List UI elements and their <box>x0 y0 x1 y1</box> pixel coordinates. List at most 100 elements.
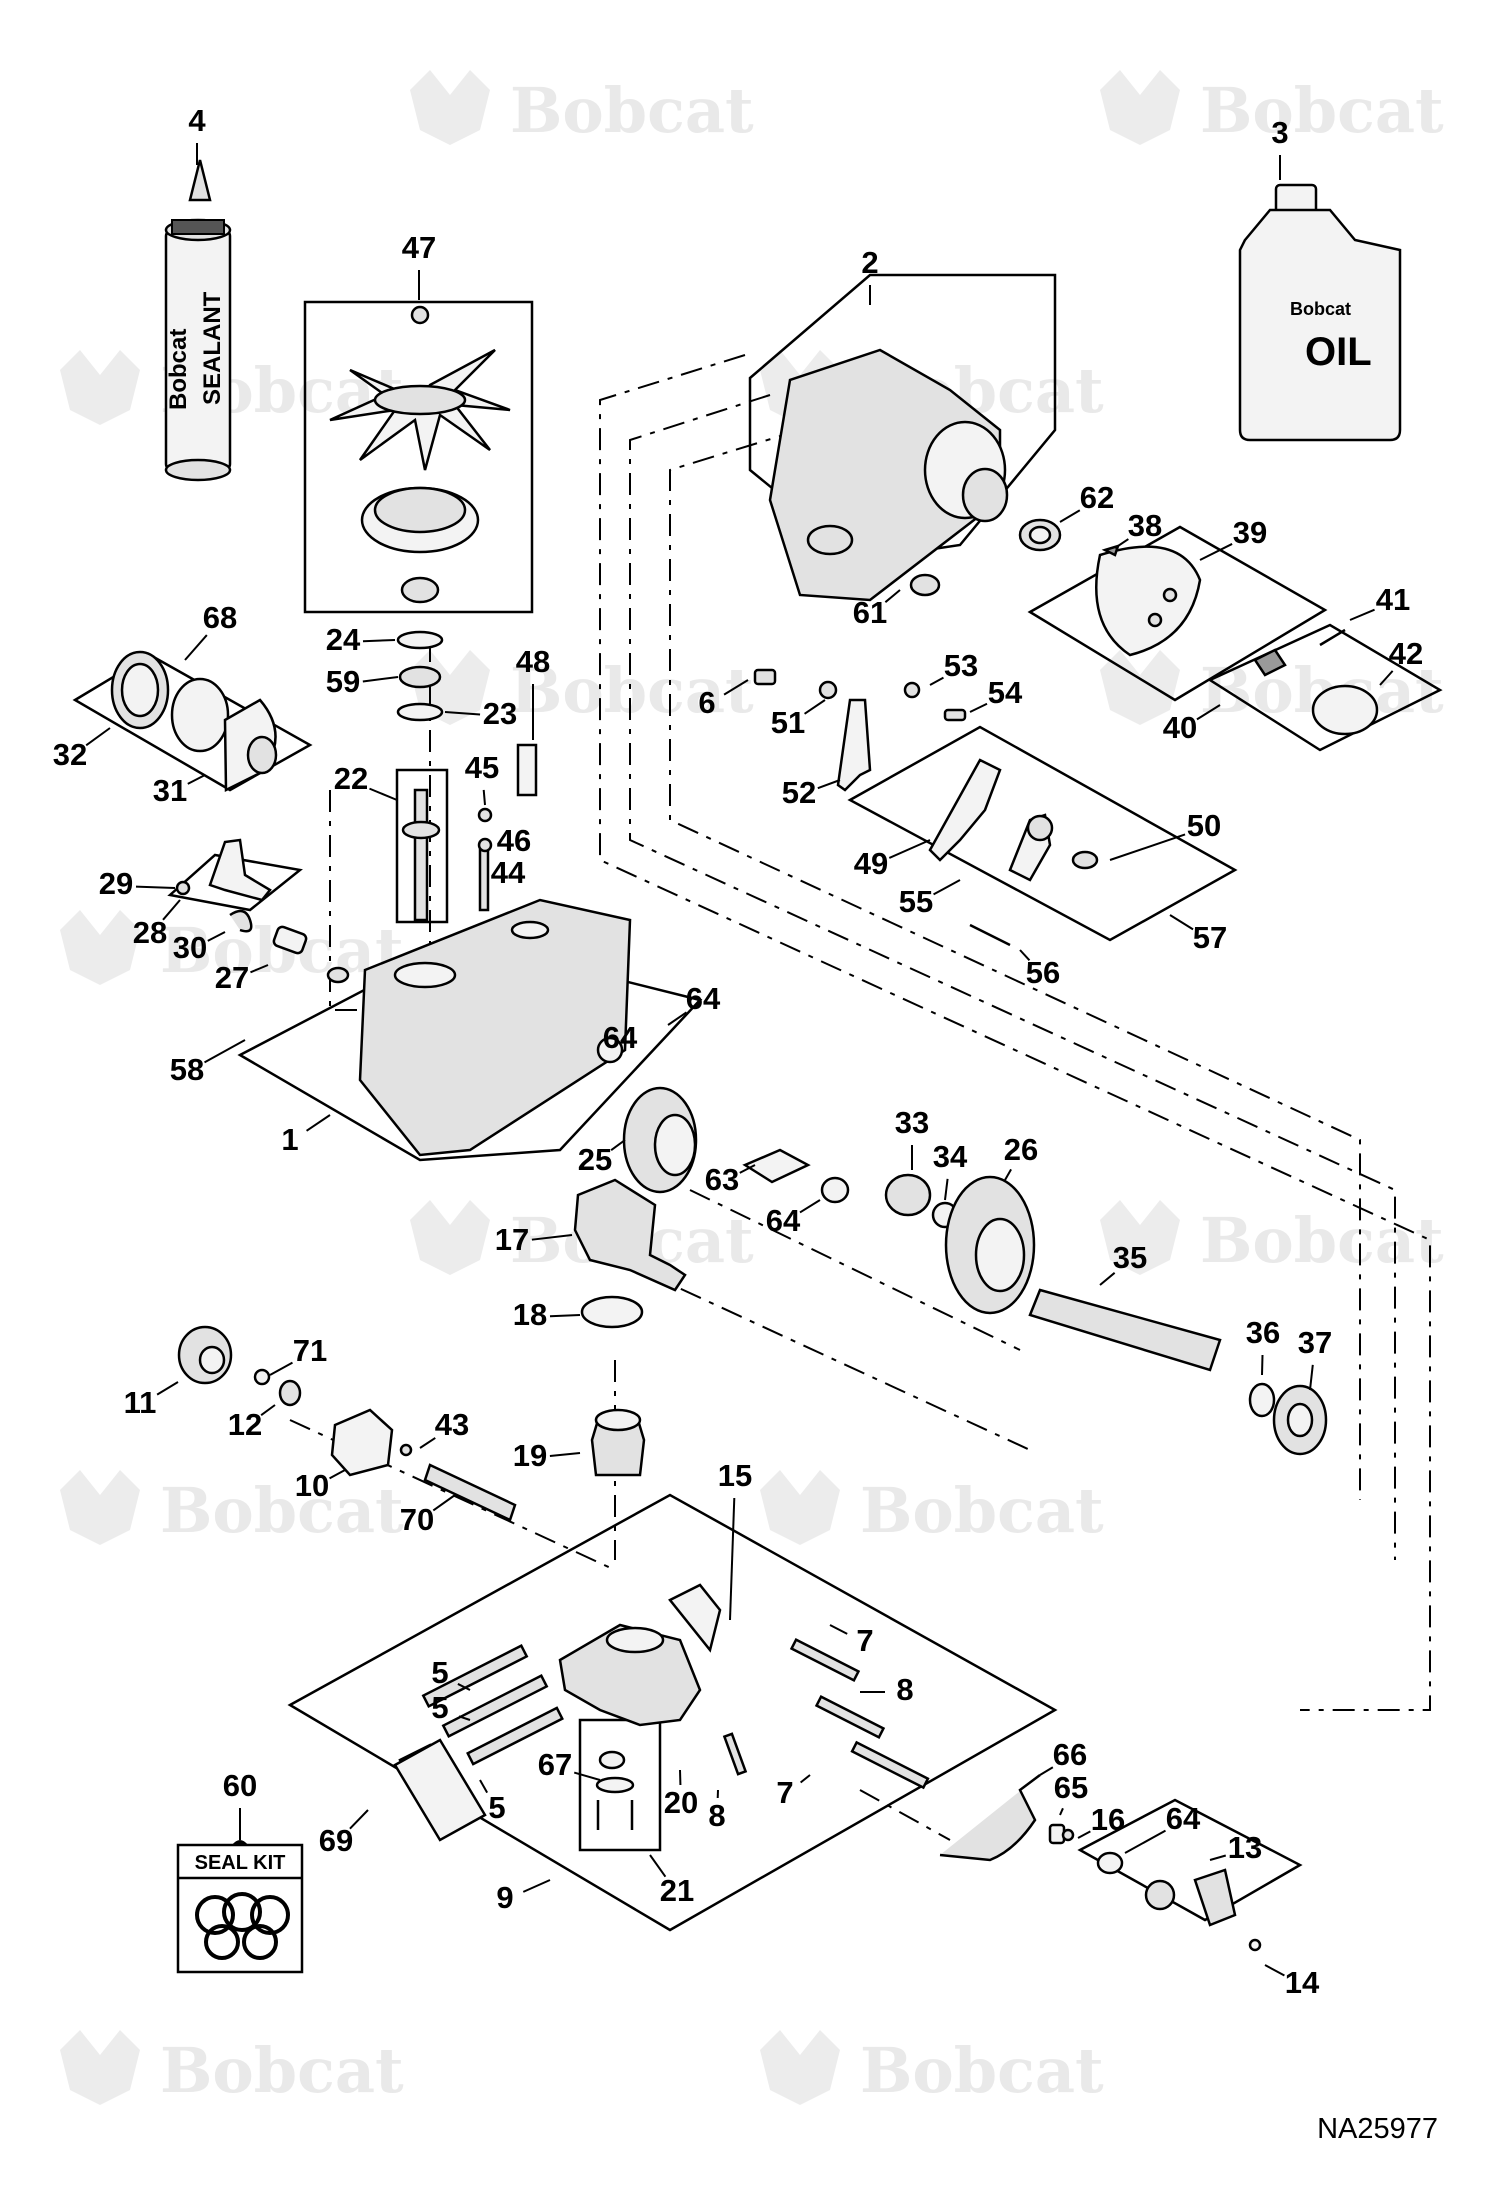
watermark-text: Bobcat <box>510 74 754 147</box>
filter-assembly-icon <box>110 650 278 793</box>
parts: Bobcat SEALANT Bobcat OIL <box>110 159 1402 1974</box>
watermark-text: Bobcat <box>860 2034 1104 2107</box>
leader-line <box>549 1452 581 1458</box>
oil-word-label: OIL <box>1305 330 1372 374</box>
center-section-frame <box>287 1493 1058 1932</box>
watermark-text: Bobcat <box>1200 74 1444 147</box>
watermark: Bobcat <box>1100 70 1444 147</box>
leader-line <box>817 779 841 790</box>
small-seals-icon <box>909 518 1062 597</box>
callout-11: 11 <box>124 1385 157 1420</box>
assembly-path <box>859 1789 951 1841</box>
leader-line <box>522 1879 551 1893</box>
callout-49: 49 <box>854 846 888 881</box>
leader-line <box>1099 1272 1116 1286</box>
callout-8: 8 <box>708 1798 725 1833</box>
sealant-brand-label: Bobcat <box>165 329 192 410</box>
hub-icon <box>1095 544 1379 736</box>
callout-64: 64 <box>686 981 721 1016</box>
leader-line <box>929 676 944 686</box>
callout-7: 7 <box>776 1775 793 1810</box>
lever-frame <box>167 853 303 912</box>
callout-9: 9 <box>496 1880 513 1915</box>
callout-51: 51 <box>771 705 805 740</box>
callout-38: 38 <box>1128 508 1162 543</box>
callout-63: 63 <box>705 1162 739 1197</box>
leader-line <box>432 1494 456 1512</box>
leader-line <box>85 727 111 747</box>
callout-1: 1 <box>281 1122 298 1157</box>
callout-28: 28 <box>133 915 167 950</box>
callout-61: 61 <box>853 595 887 630</box>
gear-cover-frame <box>748 273 1057 562</box>
callout-45: 45 <box>465 750 499 785</box>
callout-7: 7 <box>856 1623 873 1658</box>
leader-line <box>610 1139 626 1151</box>
leader-line <box>649 1854 667 1878</box>
callout-14: 14 <box>1285 1965 1320 2000</box>
leader-line <box>1059 1807 1064 1816</box>
watermark: Bobcat <box>410 650 754 727</box>
leader-line <box>573 1771 601 1781</box>
callout-36: 36 <box>1246 1315 1280 1350</box>
bobcat-logo-watermark <box>1100 1200 1180 1275</box>
flange-icon <box>1096 1851 1262 1952</box>
callout-20: 20 <box>664 1785 698 1820</box>
callout-71: 71 <box>293 1333 327 1368</box>
callout-22: 22 <box>334 761 368 796</box>
callout-39: 39 <box>1233 515 1267 550</box>
watermark: Bobcat <box>60 2030 404 2107</box>
leader-line <box>799 1199 821 1214</box>
leader-line <box>156 1381 179 1396</box>
lever-icon <box>175 838 350 984</box>
callout-42: 42 <box>1389 636 1423 671</box>
leader-line <box>250 964 269 974</box>
callout-24: 24 <box>326 622 361 657</box>
watermark: Bobcat <box>1100 1200 1444 1277</box>
leader-line <box>1019 949 1031 961</box>
leader-line <box>482 789 486 806</box>
leader-line <box>1124 1829 1166 1854</box>
callout-21: 21 <box>660 1873 694 1908</box>
callout-23: 23 <box>483 696 517 731</box>
leader-line <box>1199 543 1233 561</box>
hardware-icon <box>753 668 967 792</box>
shaft-frame <box>395 768 449 924</box>
callout-58: 58 <box>170 1052 204 1087</box>
callout-48: 48 <box>516 644 550 679</box>
leader-line <box>1059 509 1081 523</box>
callout-64: 64 <box>603 1020 638 1055</box>
callout-33: 33 <box>895 1105 929 1140</box>
assembly-path <box>599 354 1431 1711</box>
callout-35: 35 <box>1113 1240 1147 1275</box>
callout-69: 69 <box>319 1823 353 1858</box>
assembly-path <box>629 394 1396 1560</box>
callout-2: 2 <box>861 245 878 280</box>
bobcat-logo-watermark <box>410 70 490 145</box>
housing-icon <box>358 898 632 1157</box>
leader-line <box>933 879 961 896</box>
bracket-icon <box>928 758 1099 947</box>
leader-line <box>1114 538 1129 549</box>
bobcat-logo-watermark <box>1100 70 1180 145</box>
leader-line <box>419 1437 436 1449</box>
leader-line <box>531 1234 573 1241</box>
leader-line <box>884 589 901 603</box>
leader-line <box>1261 1354 1264 1376</box>
callout-5: 5 <box>431 1655 448 1690</box>
leader-line <box>479 1779 489 1794</box>
leader-line <box>1109 833 1186 861</box>
leader-line <box>739 1164 756 1174</box>
bobcat-logo-watermark <box>760 1470 840 1545</box>
sealant-word-label: SEALANT <box>199 291 226 405</box>
cap-frame <box>1207 623 1443 752</box>
leader-line <box>329 1469 346 1480</box>
seal-kit-icon: SEAL KIT <box>176 1840 304 1974</box>
watermark: Bobcat <box>60 1470 404 1547</box>
callout-66: 66 <box>1053 1737 1087 1772</box>
leader-line <box>723 679 749 696</box>
leader-line <box>1379 670 1394 686</box>
assembly-path <box>689 1189 1021 1351</box>
callout-29: 29 <box>99 866 133 901</box>
